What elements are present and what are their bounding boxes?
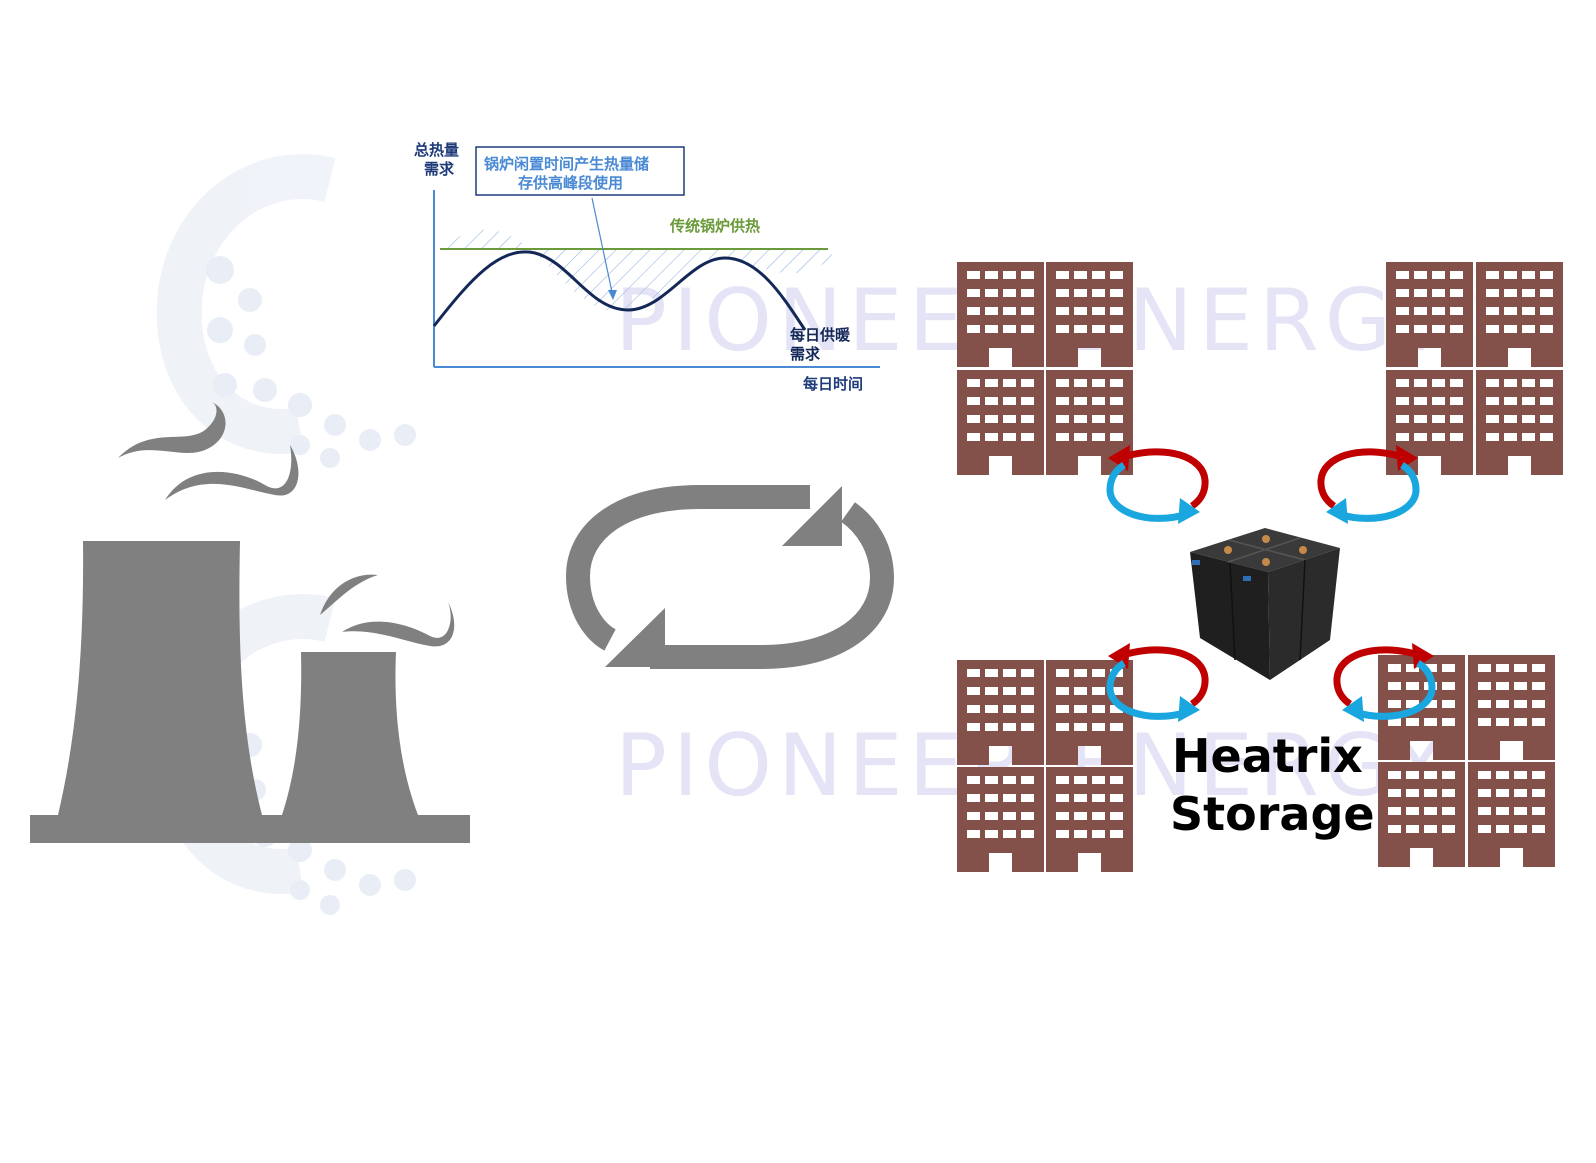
y-axis-label: 总热量	[414, 141, 459, 159]
annotation-text: 存供高峰段使用	[518, 174, 623, 192]
storage-label: Heatrix	[1172, 729, 1363, 783]
demand-curve-label: 每日供暖	[790, 326, 851, 344]
annotation-box	[475, 146, 685, 196]
heat-demand-chart: 锅炉闲置时间产生热量储 存供高峰段使用 总热量 需求 传统锅炉供热 每日供暖 需…	[414, 141, 880, 393]
cycle-arrows-icon	[565, 485, 895, 669]
cycle-arrowhead-icon	[605, 608, 665, 667]
heat-exchange-loop-icon	[1321, 445, 1418, 524]
supply-line-label: 传统锅炉供热	[669, 217, 760, 235]
building-icon	[957, 370, 1044, 475]
daily-demand-curve	[432, 250, 807, 331]
demand-curve-label: 需求	[790, 345, 821, 363]
building-icon	[1468, 762, 1555, 867]
building-icon	[1476, 262, 1563, 367]
building-icon	[1046, 767, 1133, 872]
x-axis-label: 每日时间	[803, 375, 863, 393]
heat-exchange-loop-icon	[1108, 445, 1205, 524]
annotation-pointer	[591, 197, 613, 293]
power-plant-icon	[30, 402, 470, 843]
building-icon	[957, 767, 1044, 872]
storage-label: Storage	[1170, 787, 1375, 841]
building-icon	[1476, 370, 1563, 475]
y-axis-label: 需求	[424, 160, 455, 178]
building-icon	[1378, 762, 1465, 867]
cycle-arrowhead-icon	[782, 486, 842, 546]
annotation-text: 锅炉闲置时间产生热量储	[484, 155, 649, 173]
thermal-storage-unit-icon	[1190, 528, 1340, 680]
building-icon	[1468, 655, 1555, 760]
